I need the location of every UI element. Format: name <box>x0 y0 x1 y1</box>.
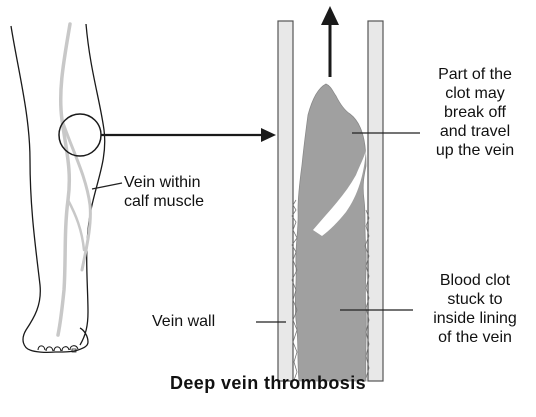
label-line: calf muscle <box>124 192 204 211</box>
diagram-caption: Deep vein thrombosis <box>0 373 536 394</box>
label-line: inside lining <box>416 309 534 328</box>
label-vein-wall: Vein wall <box>152 312 215 331</box>
label-calf-vein: Vein within calf muscle <box>124 173 204 211</box>
label-clot-break-off: Part of the clot may break off and trave… <box>413 65 536 160</box>
label-line: Vein within <box>124 173 204 192</box>
leg-vein-main <box>58 24 70 335</box>
leg-illustration <box>11 24 105 352</box>
label-line: Vein wall <box>152 312 215 331</box>
leg-vein-branch-2 <box>68 200 84 250</box>
blood-clot <box>295 84 366 381</box>
vein-detail <box>278 6 383 381</box>
vein-wall-right <box>368 21 383 381</box>
label-line: break off <box>413 103 536 122</box>
label-line: clot may <box>413 84 536 103</box>
label-line: stuck to <box>416 290 534 309</box>
label-line: up the vein <box>413 141 536 160</box>
vein-wall-left <box>278 21 293 381</box>
travel-arrow-head <box>321 6 339 25</box>
label-line: Blood clot <box>416 271 534 290</box>
label-line: Part of the <box>413 65 536 84</box>
label-line: of the vein <box>416 328 534 347</box>
leg-front-outline <box>11 26 40 350</box>
leg-back-outline <box>80 24 105 345</box>
zoom-arrow <box>101 128 276 142</box>
label-line: and travel <box>413 122 536 141</box>
label-clot-stuck: Blood clot stuck to inside lining of the… <box>416 271 534 347</box>
